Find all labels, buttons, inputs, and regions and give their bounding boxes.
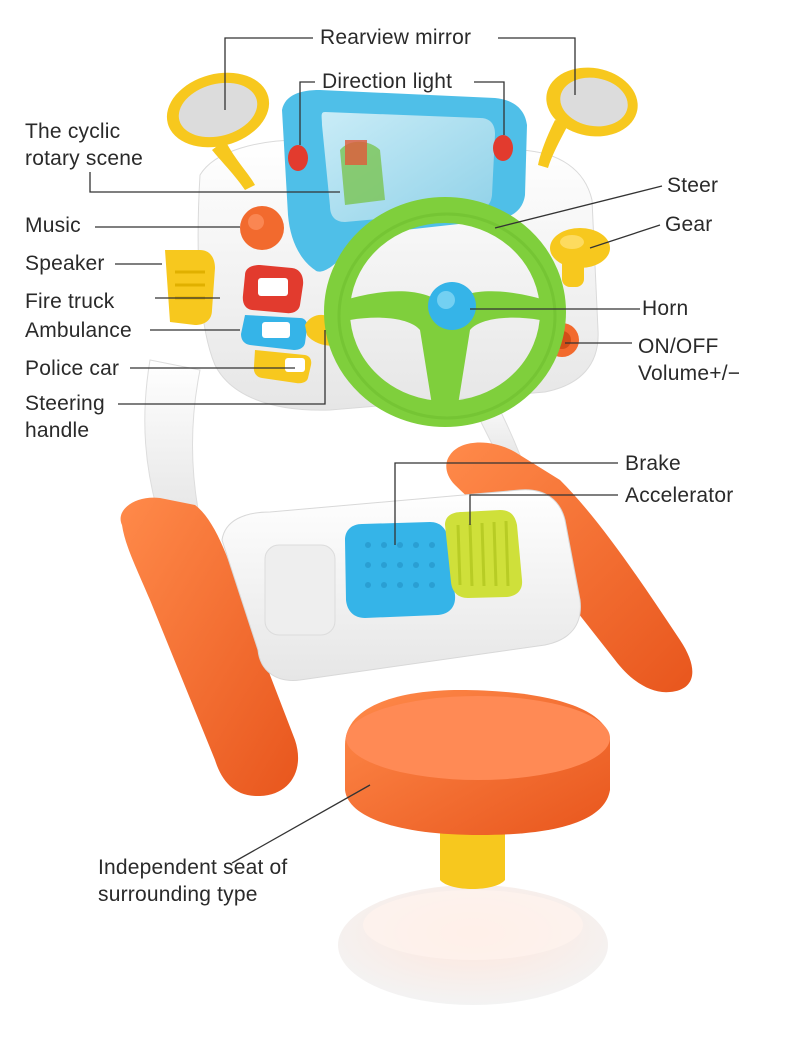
label-gear: Gear xyxy=(665,213,713,236)
label-rearview-mirror: Rearview mirror xyxy=(320,26,472,49)
ambulance-button[interactable] xyxy=(241,315,308,350)
label-police-car: Police car xyxy=(25,357,120,380)
label-ambulance: Ambulance xyxy=(25,319,132,342)
label-on-off: ON/OFF xyxy=(638,335,719,358)
screen-housing xyxy=(282,90,527,272)
independent-seat[interactable] xyxy=(345,690,610,835)
label-volume: Volume+/− xyxy=(638,362,741,385)
label-music: Music xyxy=(25,214,81,237)
brake-pedal[interactable] xyxy=(345,522,456,618)
seat-post xyxy=(440,820,505,889)
label-fire-truck: Fire truck xyxy=(25,290,115,313)
label-independent-seat: Independent seat of surrounding type xyxy=(98,856,288,906)
direction-light-left[interactable] xyxy=(288,145,308,171)
label-speaker: Speaker xyxy=(25,252,105,275)
steering-wheel[interactable] xyxy=(324,197,566,427)
label-brake: Brake xyxy=(625,452,681,475)
fire-truck-button[interactable] xyxy=(242,265,304,314)
accelerator-pedal[interactable] xyxy=(445,510,523,598)
speaker[interactable] xyxy=(165,250,215,325)
label-steering-handle: Steering handle xyxy=(25,392,105,442)
left-leg xyxy=(120,359,299,797)
label-horn: Horn xyxy=(642,297,689,320)
leader-lines xyxy=(89,37,663,864)
music-button[interactable] xyxy=(240,206,284,250)
label-cyclic-rotary-scene: The cyclic rotary scene xyxy=(25,120,143,170)
gear-lever[interactable] xyxy=(550,228,610,287)
direction-light-right[interactable] xyxy=(493,135,513,161)
rearview-mirror-right[interactable] xyxy=(538,61,643,168)
seat-base xyxy=(338,885,608,1005)
label-direction-light: Direction light xyxy=(322,70,453,93)
label-steer: Steer xyxy=(667,174,719,197)
label-accelerator: Accelerator xyxy=(625,484,734,507)
rearview-mirror-left[interactable] xyxy=(158,62,277,190)
